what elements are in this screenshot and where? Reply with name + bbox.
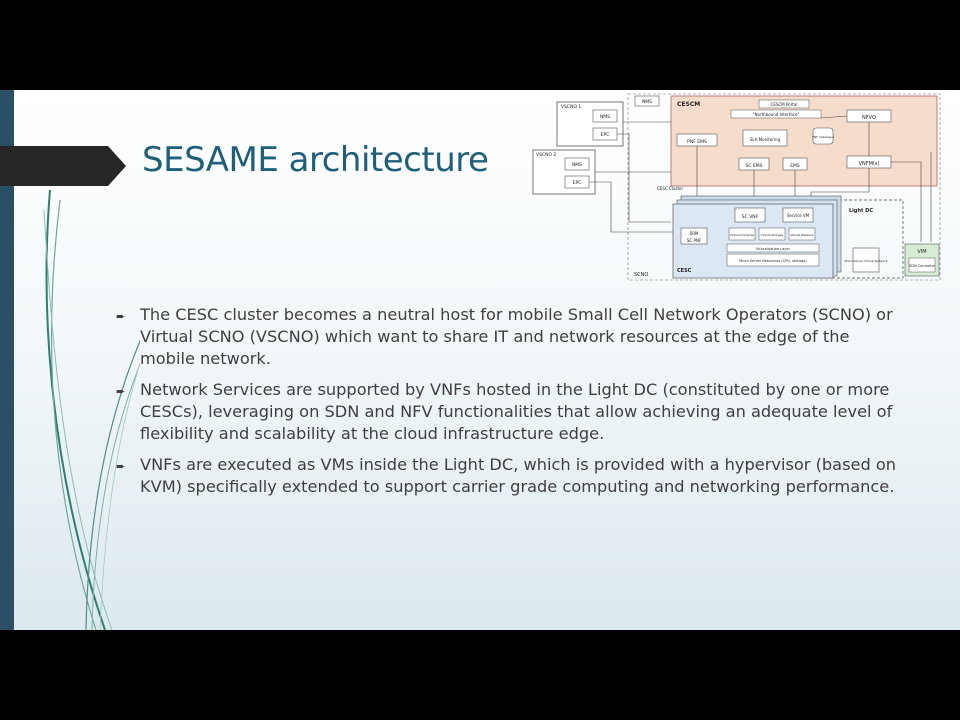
left-accent-bar: [0, 90, 14, 630]
light-dc-label: Light DC: [849, 208, 873, 214]
vscno2-label: VSCNO 2: [536, 152, 556, 158]
decorative-swoosh-lines: [43, 189, 140, 630]
vim-box: VIM SDN Controller: [904, 243, 940, 277]
bullet-list: ➨The CESC cluster becomes a neutral host…: [116, 304, 906, 507]
svg-text:Virtualisation Layer: Virtualisation Layer: [756, 247, 791, 251]
svg-text:Micro Server Resources (CPU, s: Micro Server Resources (CPU, storage): [739, 259, 807, 263]
svg-text:VNFM(s): VNFM(s): [859, 161, 880, 167]
scno-region: [627, 93, 941, 281]
bullet-item: ➨The CESC cluster becomes a neutral host…: [116, 305, 893, 368]
svg-text:SLA Monitoring: SLA Monitoring: [750, 137, 781, 142]
slide: SESAME architecture VSCNO 1 NMS EPC VSCN…: [0, 90, 960, 630]
svg-text:VNF Catalogue: VNF Catalogue: [812, 135, 834, 139]
epc-label: EPC: [601, 132, 610, 138]
svg-text:CESCM Portal: CESCM Portal: [771, 102, 798, 107]
title-arrow-shape: [0, 146, 126, 186]
svg-text:Virtual Network: Virtual Network: [790, 233, 814, 237]
vscno1-label: VSCNO 1: [561, 104, 581, 110]
svg-text:EMS: EMS: [790, 163, 800, 169]
svg-text:RRM: RRM: [689, 231, 699, 236]
svg-text:SC PNF: SC PNF: [687, 238, 702, 243]
svg-text:NMS: NMS: [642, 99, 652, 105]
scno-label: SCNO: [634, 272, 648, 278]
cescm-label: CESCM: [677, 101, 700, 108]
cesc-box: CESC SC VNF Service VM RRM SC PNF Virtua…: [672, 195, 842, 279]
svg-text:PNF EMS: PNF EMS: [687, 139, 707, 145]
bullet-item: ➨VNFs are executed as VMs inside the Lig…: [116, 455, 897, 496]
svg-text:"Northbound Interface": "Northbound Interface": [753, 112, 800, 117]
cesc-label: CESC: [677, 268, 692, 274]
bullet-arrow-icon: ➨: [116, 310, 126, 323]
svg-text:SDN Controller: SDN Controller: [909, 264, 935, 268]
vscno1-box: VSCNO 1 NMS EPC: [556, 101, 624, 147]
svg-text:VIM: VIM: [917, 249, 926, 255]
bullet-arrow-icon: ➨: [116, 385, 126, 398]
svg-text:Micro Server Virtual Network: Micro Server Virtual Network: [844, 259, 887, 263]
sesame-architecture-diagram: VSCNO 1 NMS EPC VSCNO 2 NMS EPC SCNO NMS…: [532, 93, 941, 281]
vscno2-box: VSCNO 2 NMS EPC: [532, 149, 596, 195]
nms-label: NMS: [600, 114, 610, 120]
svg-text:CESC Cluster: CESC Cluster: [657, 186, 683, 191]
cescm-box: CESCM CESCM Portal "Northbound Interface…: [670, 95, 938, 187]
svg-text:SC VNF: SC VNF: [742, 214, 759, 220]
svg-text:EPC: EPC: [573, 180, 582, 186]
svg-text:SC EMS: SC EMS: [745, 163, 762, 169]
svg-text:NFVO: NFVO: [862, 115, 876, 121]
slide-title: SESAME architecture: [142, 140, 489, 180]
bullet-item: ➨Network Services are supported by VNFs …: [116, 380, 893, 443]
svg-text:Virtual Storage: Virtual Storage: [761, 233, 784, 237]
svg-text:NMS: NMS: [572, 162, 582, 168]
svg-text:Virtual Compute: Virtual Compute: [730, 233, 755, 237]
svg-text:Service VM: Service VM: [787, 213, 810, 218]
bullet-arrow-icon: ➨: [116, 460, 126, 473]
